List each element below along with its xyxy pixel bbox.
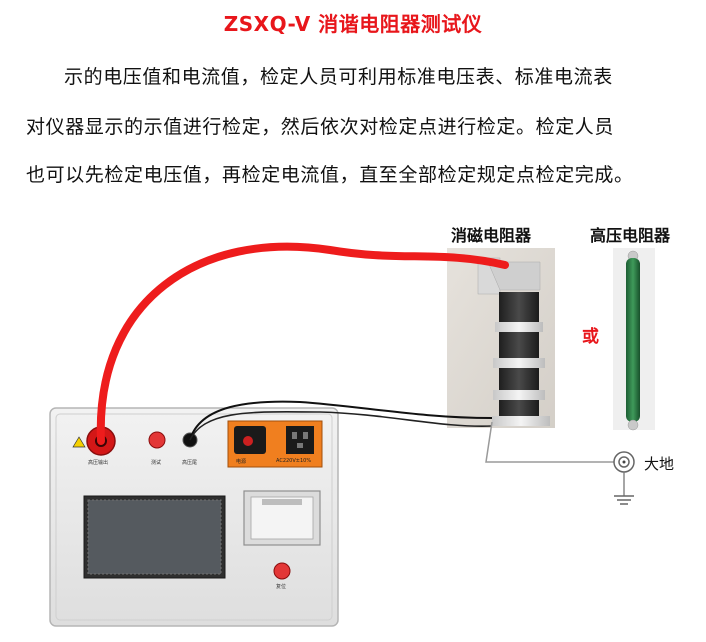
reset-label: 复位 <box>276 584 287 590</box>
warning-icon <box>72 436 86 448</box>
paragraph-line-3: 也可以先检定电压值，再检定电流值，直至全部检定规定点检定完成。 <box>26 164 634 186</box>
high-voltage-resistor <box>613 248 655 431</box>
reset-button <box>273 562 291 580</box>
paragraph-line-1: 示的电压值和电流值，检定人员可利用标准电压表、标准电流表 <box>64 66 613 88</box>
red-lead <box>96 242 509 445</box>
instrument-panel <box>49 407 339 627</box>
test-label: 测试 <box>151 460 162 466</box>
paragraph-line-2: 对仪器显示的示值进行检定，然后依次对检定点进行检定。检定人员 <box>26 116 615 138</box>
power-rating: AC220V±10% <box>276 458 312 464</box>
ground-label: 大地 <box>644 455 675 473</box>
hv-output-label: 高压输出 <box>88 460 109 466</box>
black-lead-1 <box>189 400 493 441</box>
label-high-voltage-resistor: 高压电阻器 <box>590 226 671 245</box>
ground-wire <box>485 421 614 463</box>
power-label: 电源 <box>236 459 247 465</box>
demagnetizing-resistor <box>447 248 555 428</box>
label-demagnetizing-resistor: 消磁电阻器 <box>451 226 532 245</box>
black-lead-2 <box>189 411 493 441</box>
hv-end-label: 高压尾 <box>182 460 198 466</box>
or-label: 或 <box>582 327 599 347</box>
power-socket <box>286 426 314 454</box>
test-button <box>148 431 166 449</box>
document-title: ZSXQ-V 消谐电阻器测试仪 <box>223 12 483 36</box>
